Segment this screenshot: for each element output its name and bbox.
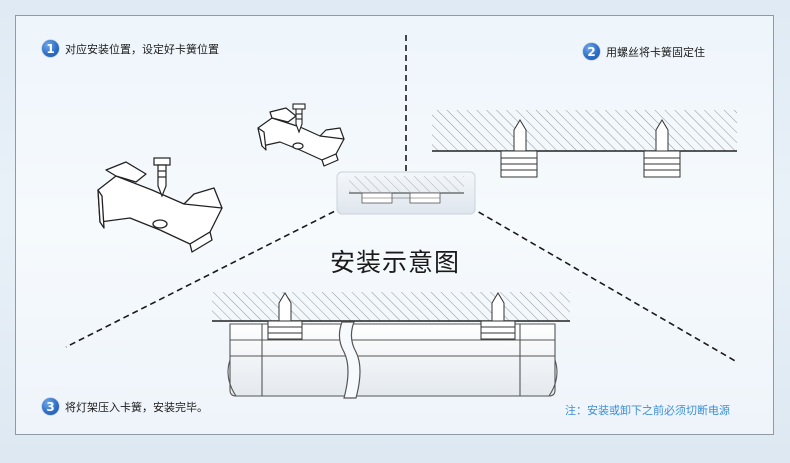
step-1-label: 1 对应安装位置，设定好卡簧位置 [42,40,219,57]
safety-note: 注：安装或卸下之前必须切断电源 [565,404,730,417]
screw-step3-right-icon [480,292,516,340]
step-2-text: 用螺丝将卡簧固定住 [606,45,705,59]
tube-break-mark [338,321,361,399]
ceiling-step3 [212,292,570,322]
led-tube-fixture [227,323,558,397]
step-2-number-icon: 2 [583,43,600,60]
screw-step3-left-icon [267,292,303,340]
step-3-number-icon: 3 [42,398,59,415]
center-thumbnail [336,171,476,215]
step-1-text: 对应安装位置，设定好卡簧位置 [65,42,219,56]
screw-step2-right-icon [643,119,681,178]
spring-clip-large [97,161,223,253]
step-3-label: 3 将灯架压入卡簧，安装完毕。 [42,398,208,415]
divider-lines [65,35,738,363]
screw-small-icon [292,103,306,134]
step-2-label: 2 用螺丝将卡簧固定住 [583,43,705,60]
step-3-text: 将灯架压入卡簧，安装完毕。 [65,400,208,414]
spring-clip-small [257,107,345,167]
screw-large-icon [153,157,171,198]
diagram-title: 安装示意图 [329,248,460,277]
screw-step2-left-icon [500,119,538,178]
ceiling-step2 [432,110,737,152]
step-1-number-icon: 1 [42,40,59,57]
